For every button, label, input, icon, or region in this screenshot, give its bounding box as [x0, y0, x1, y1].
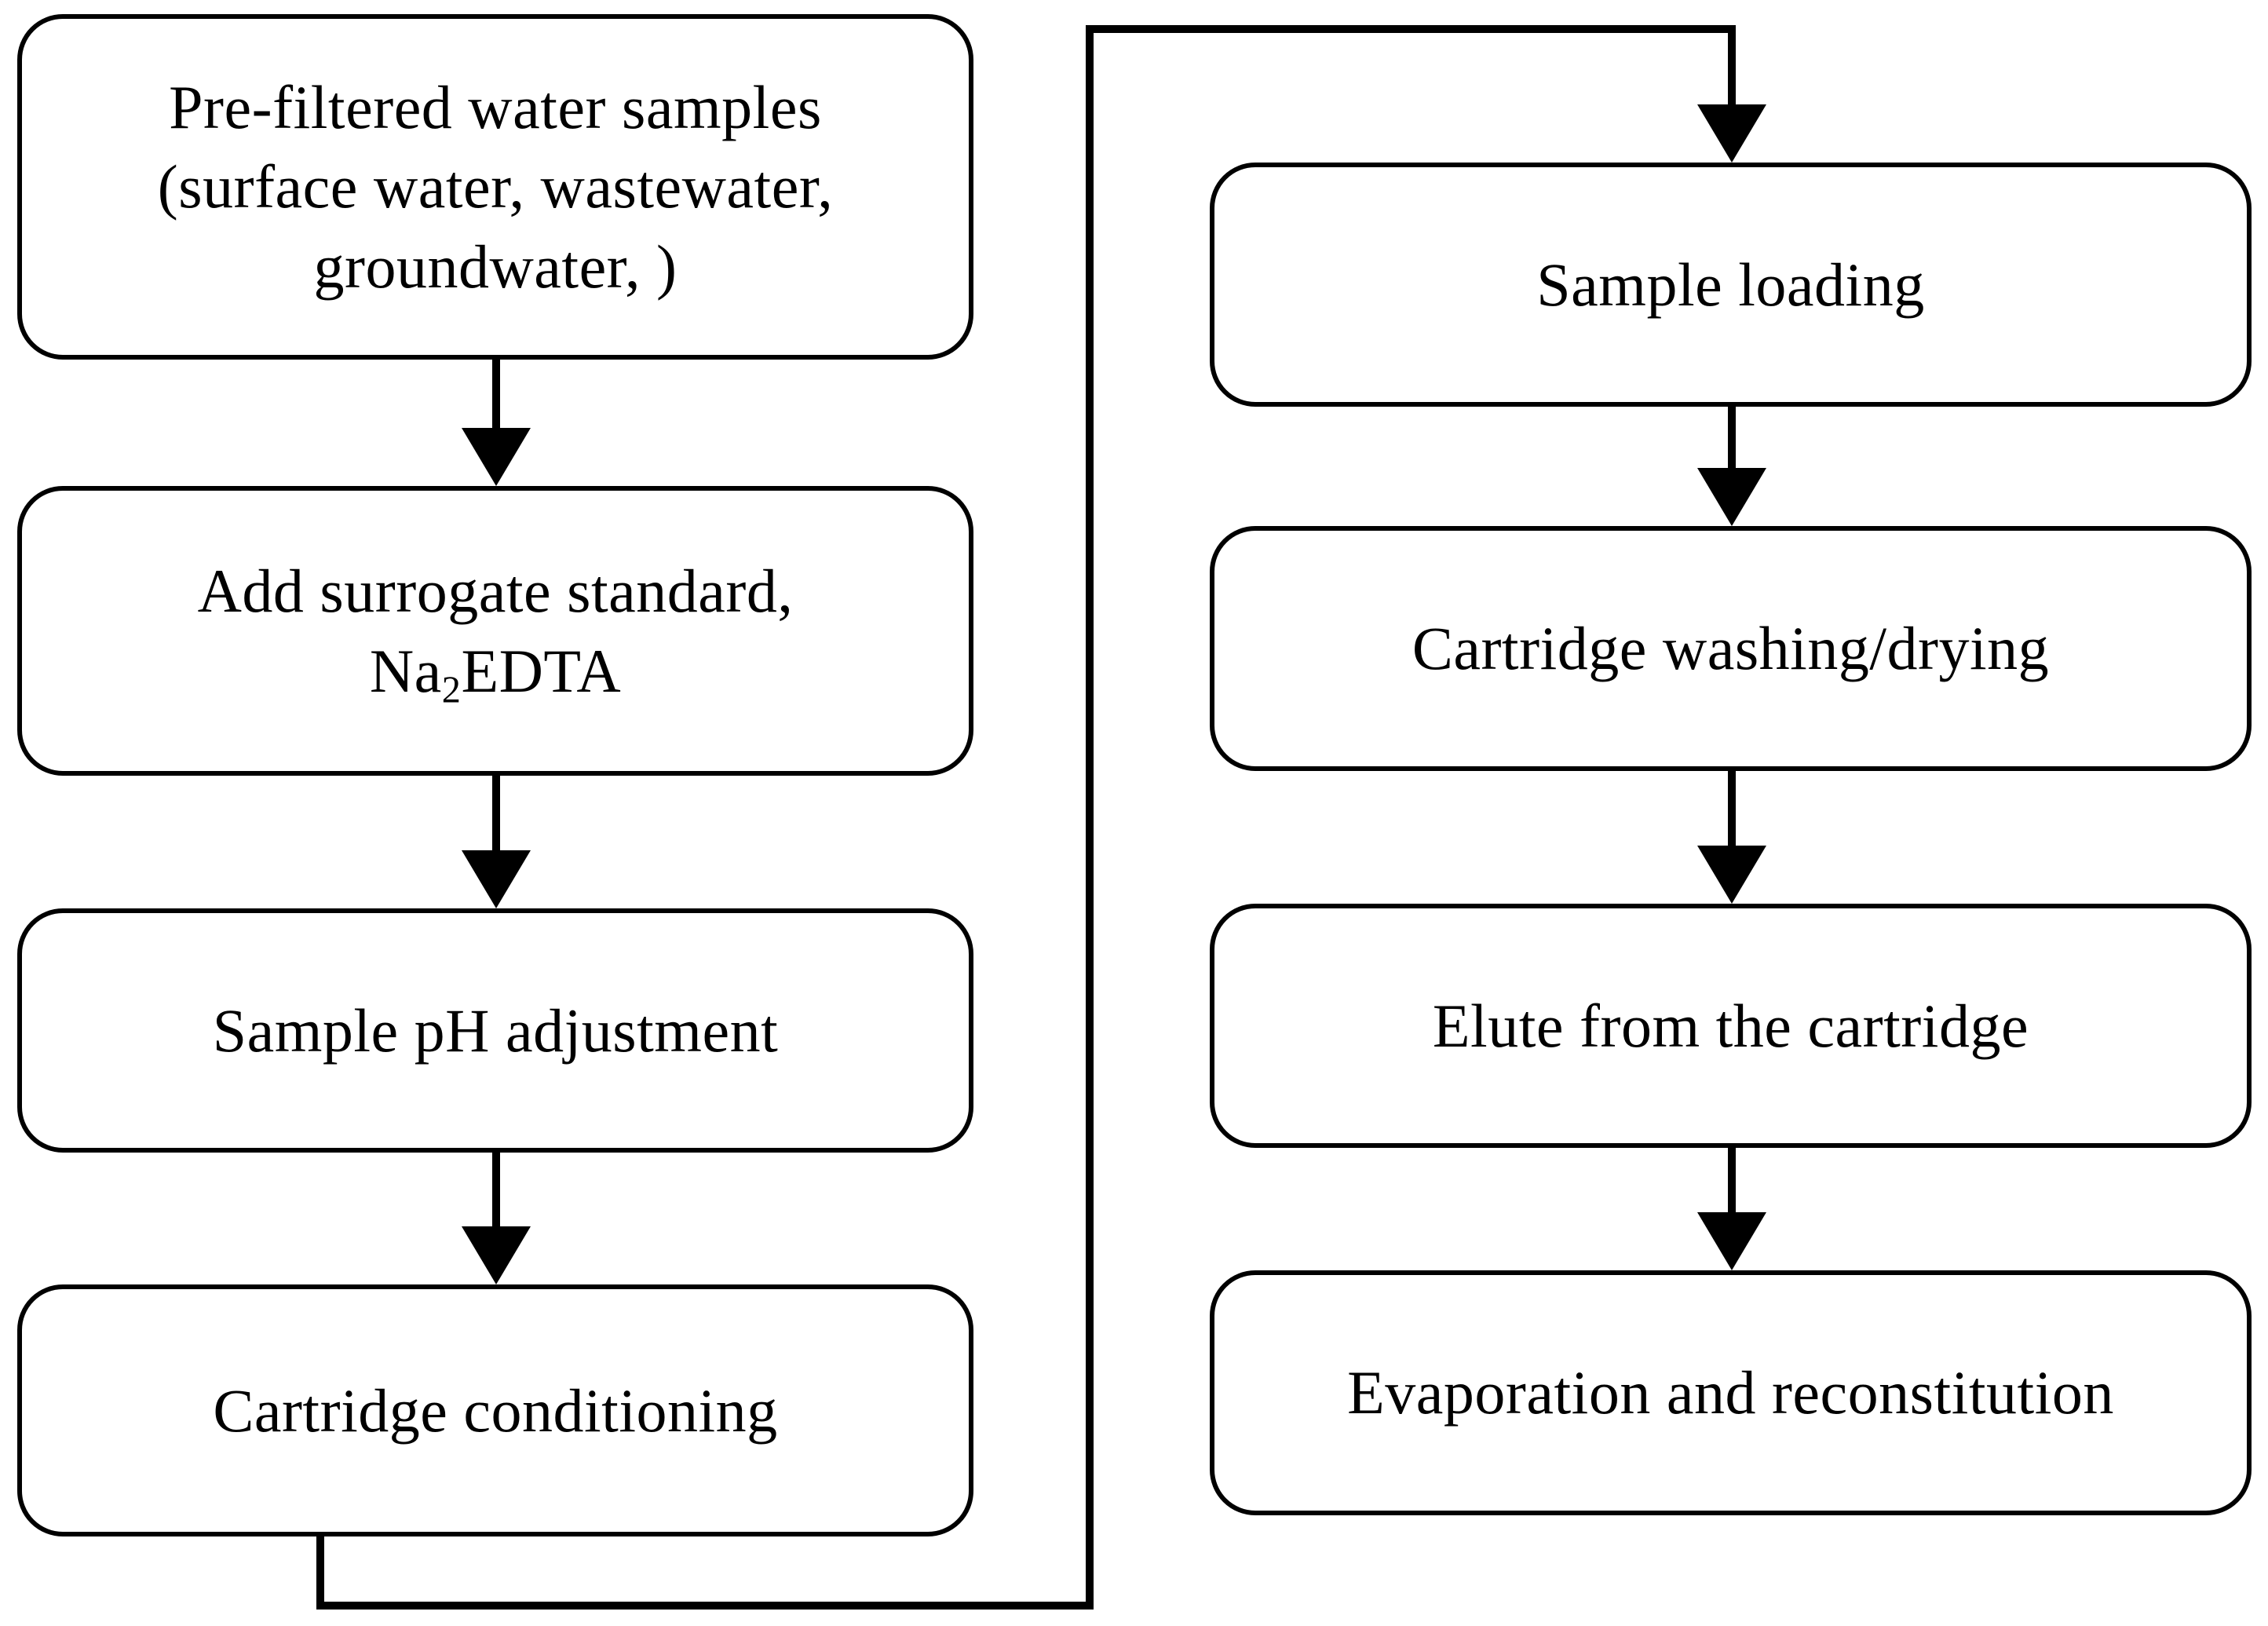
node-sample-loading[interactable]: Sample loading — [1210, 163, 2252, 407]
node-elute-from-the-cartridge[interactable]: Elute from the cartridge — [1210, 904, 2252, 1148]
connector-stem — [1728, 1148, 1736, 1217]
node-sample-ph-adjustment[interactable]: Sample pH adjustment — [17, 908, 973, 1153]
connector-loop-segment-down — [316, 1536, 324, 1610]
node-label-formula-prefix: Na — [369, 636, 442, 705]
node-label: Add surrogate standard, Na2EDTA — [177, 551, 814, 711]
connector-loop-segment-bottom — [316, 1602, 1094, 1610]
connector-stem — [1728, 407, 1736, 473]
node-label: Sample loading — [1536, 250, 1925, 319]
node-prefiltered-water-samples[interactable]: Pre-filtered water samples (surface wate… — [17, 14, 973, 360]
node-label: Sample pH adjustment — [212, 996, 779, 1065]
node-evaporation-and-reconstitution[interactable]: Evaporation and reconstitution — [1210, 1270, 2252, 1515]
connector-loop-segment-up — [1086, 25, 1094, 1610]
connector-stem — [492, 360, 500, 434]
arrow-head-down-icon — [1697, 846, 1766, 904]
connector-stem — [1728, 25, 1736, 109]
arrow-head-down-icon — [1697, 104, 1766, 163]
node-label: Evaporation and reconstitution — [1347, 1358, 2114, 1427]
arrow-head-down-icon — [462, 428, 531, 486]
node-cartridge-conditioning[interactable]: Cartridge conditioning — [17, 1284, 973, 1536]
node-add-surrogate-standard[interactable]: Add surrogate standard, Na2EDTA — [17, 486, 973, 776]
arrow-head-down-icon — [462, 850, 531, 908]
node-label-formula-suffix: EDTA — [461, 636, 622, 705]
node-label-formula-subscript: 2 — [441, 669, 462, 711]
connector-stem — [492, 1153, 500, 1231]
node-label: Cartridge conditioning — [213, 1376, 778, 1445]
node-cartridge-washing-drying[interactable]: Cartridge washing/drying — [1210, 526, 2252, 771]
arrow-head-down-icon — [1697, 1212, 1766, 1270]
connector-stem — [1728, 771, 1736, 850]
node-label-line1: Add surrogate standard, — [197, 557, 794, 626]
arrow-head-down-icon — [462, 1226, 531, 1284]
node-label: Elute from the cartridge — [1432, 991, 2029, 1060]
node-label: Pre-filtered water samples (surface wate… — [157, 72, 834, 301]
connector-stem — [492, 776, 500, 855]
connector-loop-segment-top — [1086, 25, 1736, 33]
arrow-head-down-icon — [1697, 468, 1766, 526]
node-label: Cartridge washing/drying — [1412, 614, 2050, 683]
